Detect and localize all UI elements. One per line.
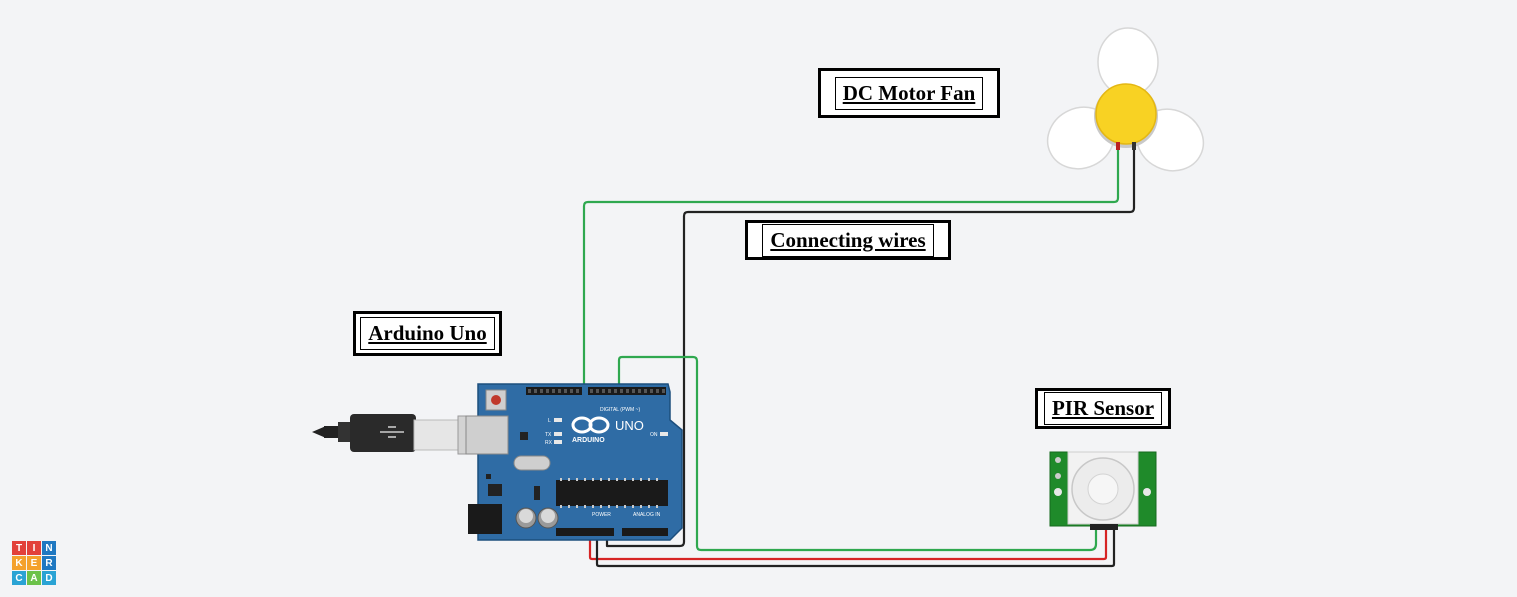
led-on-label: ON	[650, 432, 658, 438]
led-tx-label: TX	[545, 432, 552, 438]
wire-pir-signal[interactable]	[617, 355, 1098, 552]
power-jack	[468, 504, 502, 534]
label-connecting-wires-text: Connecting wires	[762, 223, 934, 257]
power-header-label: POWER	[592, 512, 611, 518]
logo-tile-4: E	[27, 556, 41, 570]
label-dc-motor-fan-text: DC Motor Fan	[834, 76, 984, 110]
wire-pir-ground[interactable]	[595, 530, 1116, 568]
logo-tile-6: C	[12, 571, 26, 585]
arduino-model-label: UNO	[615, 418, 644, 433]
dc-motor-fan[interactable]	[1038, 27, 1214, 182]
pir-sensor[interactable]	[1049, 451, 1157, 530]
power-header	[556, 528, 614, 536]
led-rx-label: RX	[545, 440, 553, 446]
analog-header-label: ANALOG IN	[633, 512, 661, 518]
digital-header-label: DIGITAL (PWM ~)	[600, 407, 640, 413]
logo-tile-7: A	[27, 571, 41, 585]
wire-pir-power[interactable]	[588, 530, 1108, 561]
atmega-chip	[556, 480, 668, 506]
label-arduino-uno-text: Arduino Uno	[360, 317, 495, 350]
led-l-label: L	[548, 418, 551, 424]
logo-tile-3: K	[12, 556, 26, 570]
label-connecting-wires: Connecting wires	[745, 220, 951, 260]
arduino-uno-board[interactable]: DIGITAL (PWM ~) L TX RX ON ARDUINO UNO	[465, 383, 683, 541]
logo-tile-5: R	[42, 556, 56, 570]
arduino-logo-text: ARDUINO	[572, 437, 605, 444]
label-dc-motor-fan: DC Motor Fan	[818, 68, 1000, 118]
arduino-logo	[571, 416, 610, 434]
logo-tile-2: N	[42, 541, 56, 555]
digital-pins	[528, 389, 665, 393]
logo-tile-0: T	[12, 541, 26, 555]
logo-tile-1: I	[27, 541, 41, 555]
label-arduino-uno: Arduino Uno	[353, 311, 502, 356]
logo-tile-8: D	[42, 571, 56, 585]
label-pir-sensor: PIR Sensor	[1035, 388, 1171, 429]
wire-fan-ground[interactable]	[605, 148, 1136, 548]
wire-fan-signal[interactable]	[582, 148, 1120, 392]
analog-header	[622, 528, 668, 536]
label-pir-sensor-text: PIR Sensor	[1043, 392, 1163, 425]
connecting-wires	[582, 148, 1136, 568]
